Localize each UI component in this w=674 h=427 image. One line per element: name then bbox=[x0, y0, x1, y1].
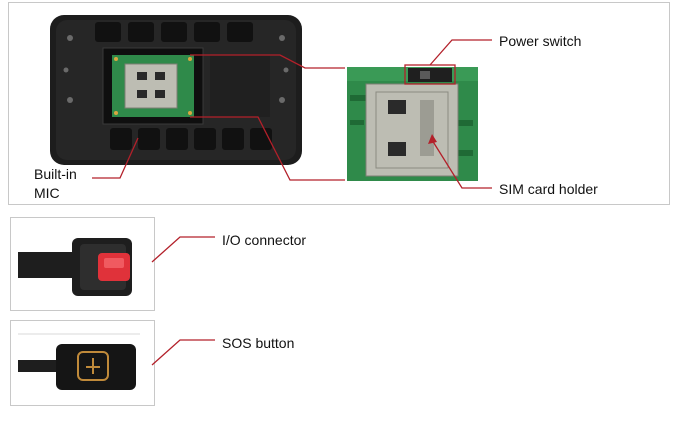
mic-label-line2: MIC bbox=[34, 185, 60, 201]
sim-holder-closeup-image bbox=[347, 67, 478, 181]
sim-card-holder-label: SIM card holder bbox=[499, 181, 598, 197]
mic-leader bbox=[92, 137, 139, 179]
tracker-device-image bbox=[50, 15, 302, 165]
io-connector-leader bbox=[151, 236, 215, 263]
io-connector-image bbox=[18, 238, 132, 296]
io-connector-label: I/O connector bbox=[222, 232, 307, 248]
zoom-line-bottom bbox=[190, 116, 345, 181]
power-switch-leader bbox=[429, 39, 492, 66]
sos-button-leader bbox=[151, 339, 215, 366]
mic-label-line1: Built-in bbox=[34, 166, 77, 182]
leader-lines bbox=[92, 39, 492, 366]
sos-button-image bbox=[18, 333, 140, 390]
zoom-line-top bbox=[190, 54, 345, 69]
sim-holder-leader bbox=[431, 139, 492, 189]
sos-button-label: SOS button bbox=[222, 335, 295, 351]
power-switch-label: Power switch bbox=[499, 33, 582, 49]
